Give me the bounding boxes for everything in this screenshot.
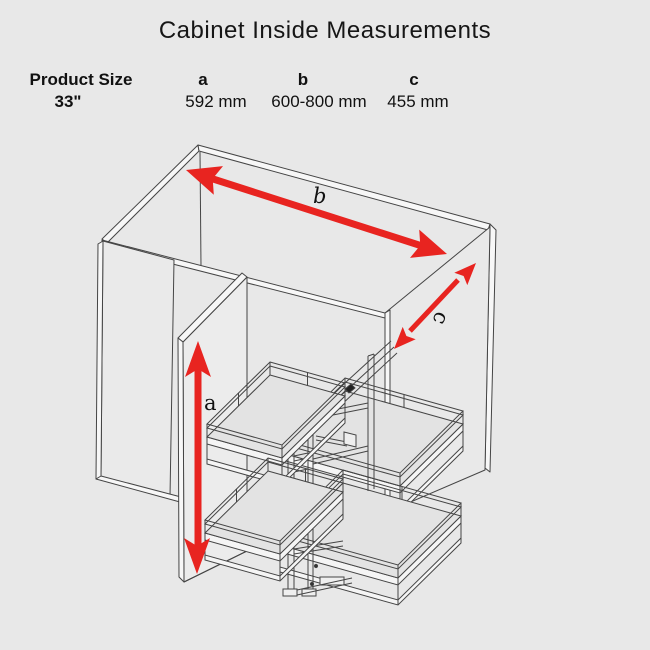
arrow-a-head-top (185, 341, 211, 377)
arrow-c-head-top (454, 263, 476, 286)
pullout-trays-left (204, 361, 346, 582)
dim-label-b: b (313, 184, 326, 208)
foot (282, 588, 298, 597)
dim-label-a: a (204, 391, 217, 415)
page-title: Cabinet Inside Measurements (158, 17, 492, 44)
spec-header-c: c (409, 70, 419, 89)
arrow-b-head-right (410, 229, 447, 258)
spec-value-size: 33" (54, 92, 82, 111)
arrow-b-head-left (186, 166, 223, 195)
spec-value-a: 592 mm (185, 92, 247, 111)
spec-header-b: b (297, 70, 309, 89)
top-rim-left (101, 144, 200, 244)
base-rail (296, 577, 353, 596)
arrow-b-stem (208, 174, 424, 250)
cross-bar (293, 540, 344, 555)
rear-post (367, 353, 375, 491)
base-plate (319, 576, 345, 586)
slide-bracket (344, 383, 356, 394)
cabinet-shell (95, 144, 497, 514)
cross-bar (312, 445, 369, 465)
arrow-a-head-bottom (184, 538, 210, 574)
rod-clamp (343, 431, 357, 448)
door-left-edge (177, 337, 185, 583)
arrow-c-stem (408, 278, 460, 333)
spec-value-b: 600-800 mm (271, 92, 367, 111)
left-wall (100, 240, 175, 498)
spec-value-c: 455 mm (387, 92, 449, 111)
screw-dot (309, 581, 315, 587)
spec-header-product-size: Product Size (29, 70, 133, 89)
arrow-c-head-bottom (394, 326, 416, 349)
screw-dot (313, 563, 319, 569)
spec-header-a: a (198, 70, 208, 89)
